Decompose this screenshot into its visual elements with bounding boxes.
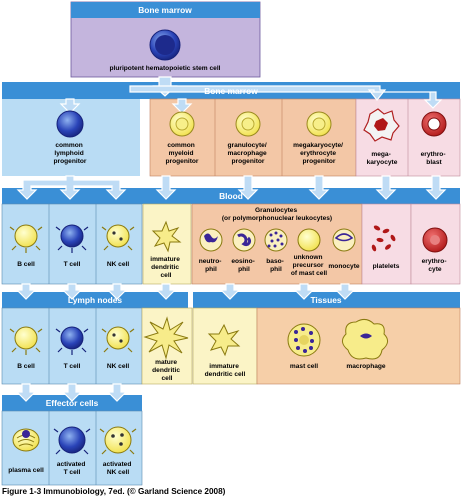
monocyte-label: monocyte xyxy=(328,263,359,270)
basophil-cell xyxy=(264,228,288,252)
ln-b-cell xyxy=(9,326,43,355)
myeloid-progenitor-cell xyxy=(169,111,195,137)
header-bone-marrow: Bone marrow xyxy=(204,86,258,96)
stem-cell-label: pluripotent hematopoietic stem cell xyxy=(109,65,220,72)
megakaryocyte-cell xyxy=(363,108,400,142)
nk-cell xyxy=(101,224,135,251)
header-bone-marrow-top: Bone marrow xyxy=(138,5,192,15)
blood-dendritic-panel xyxy=(142,203,192,285)
gm-progenitor-label: granulocyte/ macrophage progenitor xyxy=(227,142,268,165)
me-progenitor-cell xyxy=(306,111,332,137)
basophil-label: baso- phil xyxy=(266,258,285,273)
erythrocyte-cell xyxy=(422,227,448,253)
monocyte-cell xyxy=(332,228,356,252)
ln-nk-cell xyxy=(101,326,135,353)
erythrocyte-label: erythro- cyte xyxy=(422,258,449,273)
nk-cell-label: NK cell xyxy=(107,261,130,268)
tissues-header-bar xyxy=(193,292,460,308)
b-cell xyxy=(9,224,43,253)
b-cell-label: B cell xyxy=(17,261,35,268)
mast-cell xyxy=(287,323,321,357)
plasma-cell-label: plasma cell xyxy=(8,467,44,474)
mast-cell-label: mast cell xyxy=(290,363,318,370)
gm-progenitor-cell xyxy=(235,111,261,137)
ln-b-cell-label: B cell xyxy=(17,363,35,370)
header-blood: Blood xyxy=(219,191,243,201)
activated-nk-cell xyxy=(99,426,137,455)
top-marrow-header xyxy=(71,2,260,18)
eosinophil-label: eosino- phil xyxy=(231,258,256,273)
t-cell xyxy=(55,224,89,253)
immature-dendritic-tissue-label: immature dendritic cell xyxy=(205,363,246,378)
erythroblast-cell xyxy=(421,111,447,137)
header-effector-cells: Effector cells xyxy=(46,398,99,408)
immature-dendritic-cell-tissue xyxy=(207,323,241,357)
granulocytes-title: Granulocytes (or polymorphonuclear leuko… xyxy=(222,207,332,222)
mature-dendritic-cell xyxy=(143,316,189,360)
mature-dendritic-label: mature dendritic cell xyxy=(152,359,182,382)
macrophage-cell xyxy=(342,318,388,360)
immature-dendritic-cell-blood xyxy=(151,220,182,253)
me-progenitor-label: megakaryocyte/ erythrocyte progenitor xyxy=(293,142,345,165)
myeloid-progenitor-label: common myeloid progenitor xyxy=(166,142,199,165)
t-cell-label: T cell xyxy=(64,261,81,268)
ln-nk-cell-label: NK cell xyxy=(107,363,130,370)
platelets-label: platelets xyxy=(373,263,400,270)
megakaryocyte-label: mega- karyocyte xyxy=(367,151,398,166)
macrophage-label: macrophage xyxy=(346,363,386,370)
erythroblast-label: erythro- blast xyxy=(421,151,448,166)
activated-t-cell xyxy=(53,426,91,455)
neutrophil-cell xyxy=(199,228,223,252)
lymphoid-progenitor-cell xyxy=(56,110,84,138)
lymphoid-progenitor-label: common lymphoid progenitor xyxy=(54,142,87,165)
header-lymph-nodes: Lymph nodes xyxy=(68,295,122,305)
stem-cell xyxy=(149,29,181,61)
immature-dendritic-blood-label: immature dendritic cell xyxy=(150,256,182,279)
platelets-cells xyxy=(371,225,396,252)
figure-caption: Figure 1-3 Immunobiology, 7ed. (© Garlan… xyxy=(2,487,226,496)
neutrophil-label: neutro- phil xyxy=(199,258,224,273)
ln-t-cell-label: T cell xyxy=(64,363,81,370)
lineage-arrows xyxy=(15,76,447,402)
activated-t-cell-label: activated T cell xyxy=(57,461,87,476)
header-tissues: Tissues xyxy=(310,295,341,305)
eosinophil-cell xyxy=(232,228,256,252)
plasma-cell xyxy=(12,428,40,452)
effector-header-bar xyxy=(2,395,142,411)
mast-precursor-cell xyxy=(297,228,321,252)
platelet-panel xyxy=(361,203,412,285)
mast-precursor-label: unknown precursor of mast cell xyxy=(291,254,327,277)
activated-nk-cell-label: activated NK cell xyxy=(103,461,133,476)
lymph-header-bar xyxy=(2,292,188,308)
ln-t-cell xyxy=(55,326,89,355)
